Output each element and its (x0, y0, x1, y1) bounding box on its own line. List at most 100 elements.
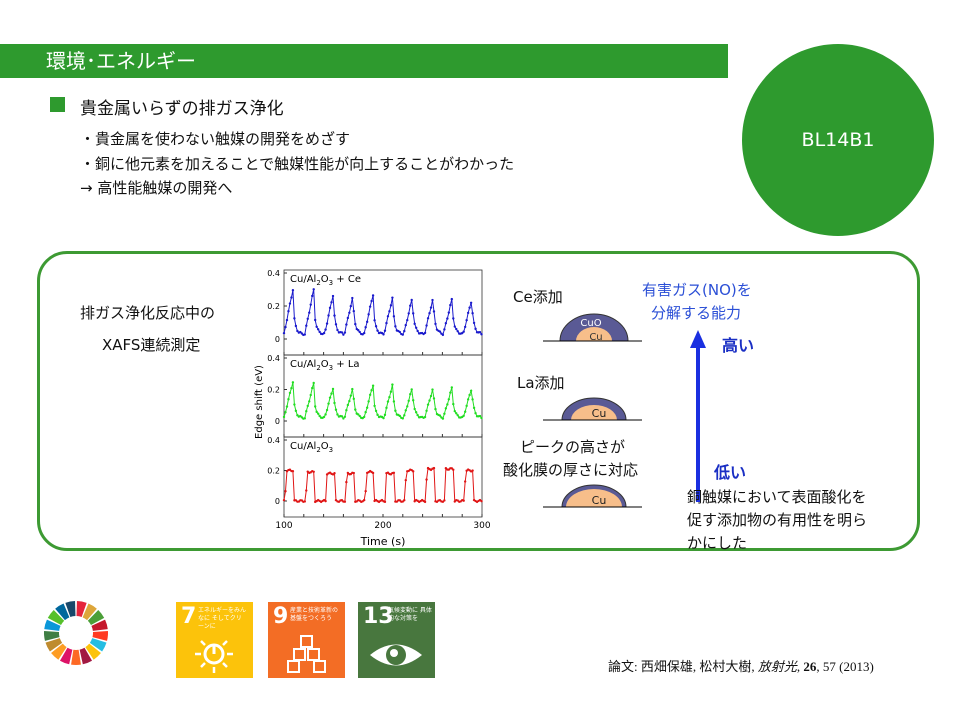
y-tick-label: 0.4 (267, 436, 280, 445)
data-point (431, 298, 434, 302)
data-point (426, 317, 430, 320)
data-point (315, 410, 318, 414)
data-point (432, 466, 436, 470)
data-point (432, 310, 436, 313)
data-point (312, 470, 315, 474)
data-point (469, 389, 473, 392)
data-point (438, 330, 442, 333)
wheel-segment (71, 649, 81, 665)
data-point (471, 312, 474, 315)
y-tick-label: 0.4 (267, 269, 280, 278)
data-point (386, 315, 390, 318)
data-point (413, 407, 416, 411)
data-point (447, 398, 451, 401)
data-point (354, 322, 357, 326)
data-point (423, 331, 427, 335)
data-point (312, 381, 315, 385)
data-point (371, 384, 375, 387)
peak-note-1: ピークの高さが (520, 438, 626, 456)
data-point (398, 414, 402, 418)
data-point (409, 393, 412, 396)
data-point (296, 329, 299, 333)
data-point (362, 415, 366, 419)
data-point (385, 321, 388, 325)
data-point (404, 409, 407, 412)
data-point (401, 333, 404, 336)
data-point (364, 326, 367, 329)
particle-diagrams: CuO Cu Cu Cu (543, 313, 642, 508)
data-point (386, 400, 390, 403)
data-point (367, 313, 370, 316)
y-tick-label: 0 (275, 335, 280, 344)
data-point (410, 388, 413, 391)
data-point (382, 416, 385, 420)
data-point (313, 405, 317, 408)
data-point (318, 330, 321, 334)
data-point (428, 399, 431, 402)
data-point (452, 317, 455, 320)
wheel-segment (76, 601, 87, 617)
data-point (468, 393, 471, 397)
wheel-segment (65, 601, 76, 617)
data-point (312, 288, 315, 291)
data-point (282, 331, 286, 335)
data-point (462, 499, 465, 502)
data-point (365, 406, 369, 409)
data-point (409, 304, 412, 307)
data-point (349, 394, 353, 397)
data-point (291, 381, 295, 384)
data-point (331, 294, 335, 298)
series-line (283, 467, 482, 503)
data-point (453, 325, 456, 328)
citation-journal: 放射光 (757, 659, 797, 674)
data-point (462, 414, 465, 417)
data-point (383, 329, 387, 332)
data-point (343, 331, 347, 334)
data-point (336, 413, 339, 416)
data-point (474, 411, 477, 415)
data-point (368, 305, 372, 308)
data-point (306, 404, 309, 408)
data-point (322, 415, 326, 419)
data-point (373, 319, 376, 322)
data-point (426, 403, 430, 406)
data-point (333, 401, 336, 405)
data-point (330, 301, 333, 304)
cubes-icon (287, 635, 326, 673)
data-point (352, 397, 355, 401)
data-point (392, 400, 396, 403)
citation-authors: 論文: 西畑保雄, 松村大樹, (608, 659, 758, 674)
data-point (411, 399, 415, 402)
data-point (334, 323, 338, 326)
data-point (443, 328, 446, 331)
wheel-segment (51, 643, 67, 660)
data-point (407, 399, 410, 402)
data-point (466, 398, 470, 401)
data-point (351, 296, 354, 300)
data-point (463, 410, 467, 413)
y-tick-label: 0 (275, 417, 280, 426)
data-point (287, 398, 290, 401)
data-point (414, 411, 418, 414)
data-point (340, 415, 344, 418)
y-tick-label: 0 (275, 497, 280, 506)
ce-particle: CuO Cu (543, 313, 642, 343)
data-point (358, 330, 361, 334)
data-point (327, 314, 330, 317)
data-point (322, 331, 326, 335)
data-point (410, 298, 413, 302)
data-point (354, 408, 357, 411)
data-point (316, 328, 320, 331)
data-point (472, 406, 476, 410)
series-label: Cu/Al2O3 + La (290, 359, 360, 372)
data-point (394, 409, 397, 412)
peak-note-2: 酸化膜の厚さに対応 (503, 461, 639, 479)
data-point (328, 306, 332, 310)
ce-label: Ce添加 (513, 288, 563, 306)
data-point (282, 498, 286, 502)
section-header: 環境･エネルギー (0, 44, 728, 78)
ability-label-1: 有害ガス(NO)を (642, 281, 752, 299)
data-point (308, 311, 311, 314)
data-point (313, 318, 317, 322)
data-point (306, 317, 309, 320)
